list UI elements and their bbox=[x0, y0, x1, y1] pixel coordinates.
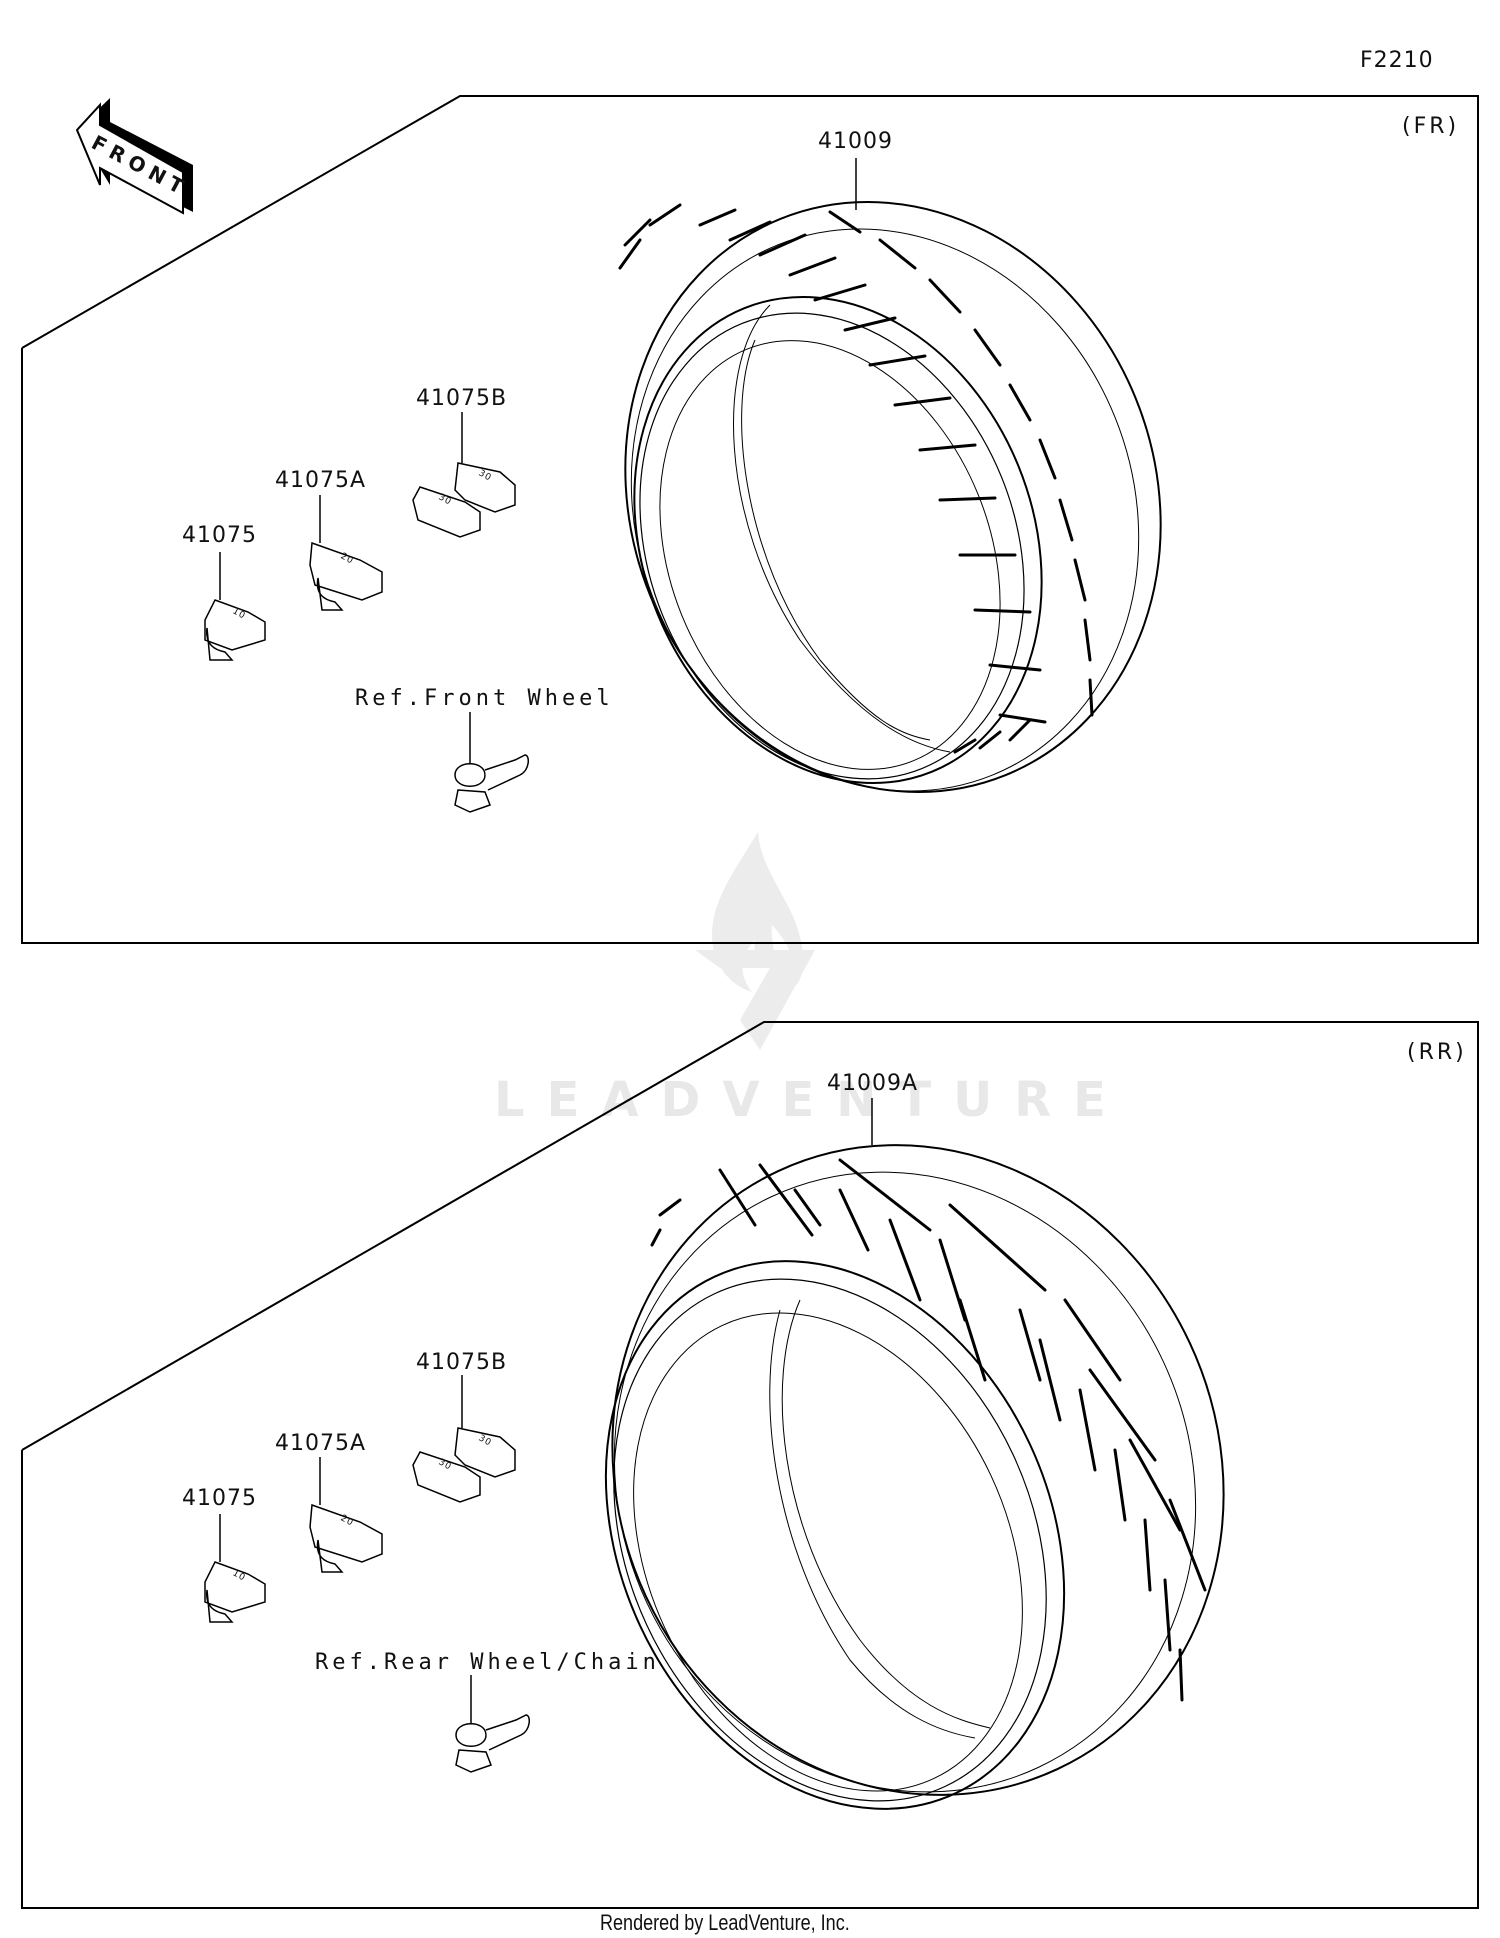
rear-part-label-41075[interactable]: 41075 bbox=[182, 1486, 257, 1511]
front-weights bbox=[204, 412, 516, 661]
front-part-label-41075b[interactable]: 41075B bbox=[416, 386, 508, 411]
front-arrow-icon bbox=[75, 98, 193, 215]
rear-panel-frame bbox=[21, 1021, 1479, 1909]
footer-credit: Rendered by LeadVenture, Inc. bbox=[600, 1910, 850, 1935]
rear-valve-icon bbox=[455, 1675, 531, 1773]
rear-tire-tread bbox=[650, 1158, 1207, 1702]
front-part-label-41075a[interactable]: 41075A bbox=[275, 468, 367, 493]
rear-weights bbox=[204, 1375, 516, 1623]
front-tire-drawing bbox=[624, 201, 1162, 793]
rear-tire-drawing bbox=[604, 1144, 1225, 1810]
part-label-41009a[interactable]: 41009A bbox=[827, 1071, 919, 1096]
rear-panel-tag: (RR) bbox=[1407, 1040, 1467, 1065]
front-panel-tag: (FR) bbox=[1402, 114, 1460, 139]
rear-part-label-41075a[interactable]: 41075A bbox=[275, 1431, 367, 1456]
front-part-label-41075[interactable]: 41075 bbox=[182, 523, 257, 548]
part-label-41009[interactable]: 41009 bbox=[818, 129, 893, 154]
front-panel-frame bbox=[21, 95, 1479, 944]
front-valve-icon bbox=[454, 712, 530, 813]
rear-valve-ref-label[interactable]: Ref.Rear Wheel/Chain bbox=[315, 1650, 660, 1675]
front-tire-tread bbox=[618, 203, 1094, 754]
front-valve-ref-label[interactable]: Ref.Front Wheel bbox=[355, 686, 614, 711]
figure-code: F2210 bbox=[1360, 48, 1434, 73]
rear-part-label-41075b[interactable]: 41075B bbox=[416, 1350, 508, 1375]
